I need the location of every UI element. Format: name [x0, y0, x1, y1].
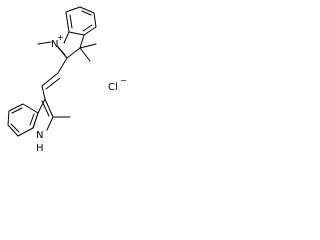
chloride-label: Cl [108, 82, 118, 93]
indolium-positive-charge: + [57, 33, 64, 42]
indolium-pyrrole-ring [56, 31, 85, 59]
indole-pyrrole-ring [32, 98, 54, 131]
indolium-nitrogen-label: N [51, 39, 58, 50]
vinyl-linker [41, 57, 68, 100]
chemical-structure-diagram: N + N H Cl − [7, 6, 127, 154]
indole-benzene-ring [7, 103, 39, 137]
indolium-benzene-ring [65, 6, 97, 36]
chloride-negative-charge: − [120, 76, 127, 85]
gem-dimethyl-bonds [79, 43, 97, 62]
indole-nitrogen-label: N [36, 130, 43, 141]
indole-hydrogen-label: H [36, 143, 44, 154]
n-methyl-bond [37, 41, 52, 45]
